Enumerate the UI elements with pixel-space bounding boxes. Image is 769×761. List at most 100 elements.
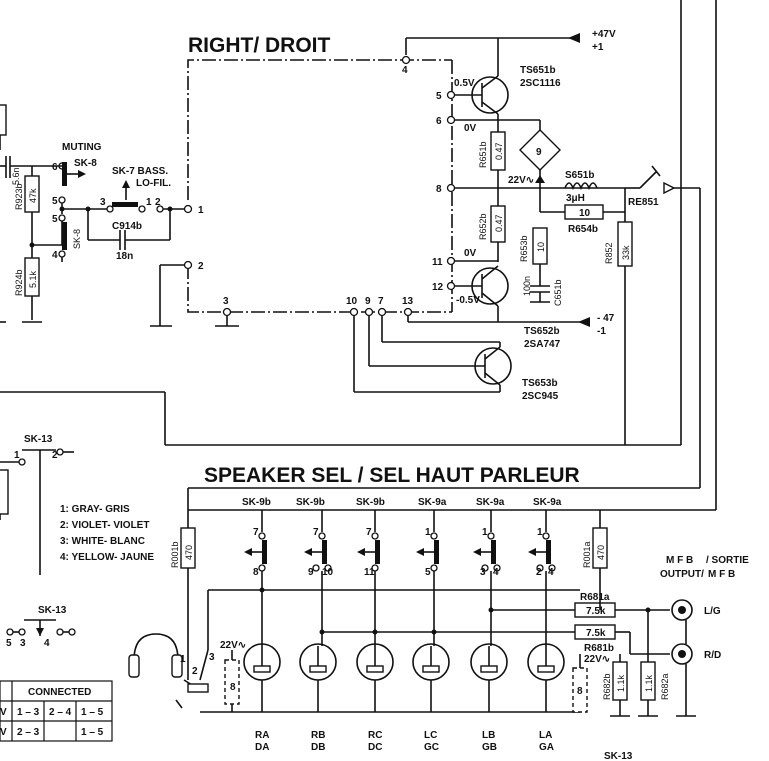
svg-text:8: 8: [253, 567, 259, 578]
svg-text:4: 4: [402, 65, 408, 76]
svg-text:1: 1: [146, 197, 152, 208]
svg-text:1 – 3: 1 – 3: [17, 707, 40, 718]
svg-text:3: 3: [223, 296, 229, 307]
svg-text:4: 4: [548, 567, 554, 578]
svg-text:4: 4: [493, 567, 499, 578]
svg-text:1: 1: [14, 450, 20, 461]
svg-text:-1: -1: [597, 326, 606, 337]
svg-text:R652b: R652b: [478, 213, 488, 240]
module-pins: 4 5 6 8 11 12 1 2 3 10 9 7 13: [183, 38, 456, 317]
svg-text:0.47: 0.47: [494, 214, 504, 232]
svg-text:TS652b: TS652b: [524, 326, 560, 337]
svg-text:R001b: R001b: [170, 541, 180, 568]
resistor-r654b: 10 R654b: [539, 188, 625, 235]
svg-text:RA: RA: [255, 730, 269, 741]
svg-text:DB: DB: [311, 742, 325, 753]
inductor-s651b: S651b 3μH: [564, 170, 598, 204]
svg-text:C914b: C914b: [112, 221, 142, 232]
feedback-wire: [0, 391, 625, 446]
resistor-r001b: R001b 470: [170, 510, 196, 650]
sk13-legend: SK-13 1 2 1: GRAY- GRIS 2: VIOLET- VIOLE…: [0, 434, 154, 649]
svg-text:5: 5: [52, 196, 58, 207]
svg-text:LC: LC: [424, 730, 437, 741]
svg-text:5: 5: [436, 91, 442, 102]
resistor-r001a: R001a 470: [582, 510, 608, 590]
svg-text:7: 7: [366, 527, 372, 538]
svg-text:5: 5: [52, 214, 58, 225]
svg-text:GB: GB: [482, 742, 497, 753]
svg-text:6: 6: [436, 116, 442, 127]
speaker-cross-wires: [207, 587, 580, 650]
svg-text:SK-9a: SK-9a: [476, 497, 505, 508]
svg-text:22V∿: 22V∿: [220, 640, 246, 651]
svg-text:1: GRAY- GRIS: 1: GRAY- GRIS: [60, 504, 130, 515]
svg-text:8: 8: [577, 686, 583, 697]
resistor-r681a: R681a 7.5k: [574, 592, 670, 618]
svg-text:3: WHITE- BLANC: 3: WHITE- BLANC: [60, 536, 145, 547]
svg-text:7.5k: 7.5k: [586, 606, 606, 617]
svg-text:DC: DC: [368, 742, 382, 753]
svg-text:SK-9a: SK-9a: [533, 497, 562, 508]
svg-text:/ SORTIE: / SORTIE: [706, 555, 749, 566]
lamp-ra: RA DA: [243, 643, 281, 753]
speaker-bus: [187, 187, 716, 511]
sk9-switch-lb: SK-9a 1 3 4: [473, 497, 505, 646]
svg-text:3: 3: [20, 638, 26, 649]
resistor-r651b: R651b 0.47: [455, 119, 540, 206]
left-input-section: 5.6n R923b 47k R924b 5.1k MUTING 6 SK-8 …: [0, 104, 184, 323]
label-0v-bottom: 0V: [464, 248, 477, 259]
svg-text:2: 2: [155, 197, 161, 208]
svg-text:2 – 3: 2 – 3: [17, 727, 40, 738]
transistor-ts653b: TS653b 2SC945: [353, 316, 559, 402]
svg-text:SK-9b: SK-9b: [242, 497, 271, 508]
svg-text:2: 2: [52, 450, 58, 461]
svg-text:SK-7 BASS.: SK-7 BASS.: [112, 166, 168, 177]
svg-text:5: 5: [425, 567, 431, 578]
diode-bridge-9: 9: [519, 120, 561, 188]
svg-text:9: 9: [365, 296, 371, 307]
svg-text:- 47: - 47: [597, 313, 615, 324]
svg-text:11: 11: [432, 257, 443, 268]
svg-text:R682a: R682a: [660, 673, 670, 700]
svg-text:2: 2: [536, 567, 542, 578]
svg-text:CONNECTED: CONNECTED: [28, 687, 91, 698]
svg-text:100n: 100n: [522, 276, 532, 296]
svg-text:11: 11: [364, 567, 375, 578]
sk9-switch-rb: SK-9b 7 9 10: [296, 497, 334, 646]
svg-text:M F B: M F B: [666, 555, 693, 566]
svg-text:4: 4: [52, 250, 58, 261]
sk9-switch-rc: SK-9b 7 11: [356, 497, 385, 646]
svg-text:R001a: R001a: [582, 541, 592, 568]
svg-text:RB: RB: [311, 730, 325, 741]
svg-text:C651b: C651b: [553, 279, 563, 306]
svg-text:SK-9b: SK-9b: [296, 497, 325, 508]
svg-text:R651b: R651b: [478, 141, 488, 168]
svg-text:1.1k: 1.1k: [644, 674, 654, 692]
svg-text:7: 7: [378, 296, 384, 307]
svg-text:OUTPUT/: OUTPUT/: [660, 569, 704, 580]
svg-text:8: 8: [230, 682, 236, 693]
svg-text:L/G: L/G: [704, 606, 721, 617]
svg-text:3μH: 3μH: [566, 193, 585, 204]
svg-text:1: 1: [198, 205, 204, 216]
svg-text:3: 3: [100, 197, 106, 208]
resistor-r653b: R653b 10: [519, 227, 548, 286]
svg-text:1 – 5: 1 – 5: [81, 727, 104, 738]
svg-text:5: 5: [6, 638, 12, 649]
svg-text:3: 3: [209, 652, 215, 663]
lamp-rb: RB DB: [299, 643, 337, 753]
svg-text:5.6n: 5.6n: [11, 167, 21, 185]
svg-text:2: VIOLET- VIOLET: 2: VIOLET- VIOLET: [60, 520, 149, 531]
svg-text:8: 8: [436, 184, 442, 195]
svg-text:1 – 5: 1 – 5: [81, 707, 104, 718]
resistor-r852: R852 33k: [604, 188, 681, 446]
svg-text:9: 9: [536, 147, 542, 158]
svg-text:4: YELLOW- JAUNE: 4: YELLOW- JAUNE: [60, 552, 154, 563]
ground-symbol: [150, 264, 239, 327]
svg-text:V: V: [0, 727, 7, 738]
headphones-icon: 1 2 3: [128, 633, 215, 709]
svg-text:470: 470: [184, 545, 194, 560]
svg-text:R681b: R681b: [584, 643, 614, 654]
svg-text:SK-13: SK-13: [24, 434, 53, 445]
lamp-supply-left: 22V∿ 8: [220, 640, 246, 712]
